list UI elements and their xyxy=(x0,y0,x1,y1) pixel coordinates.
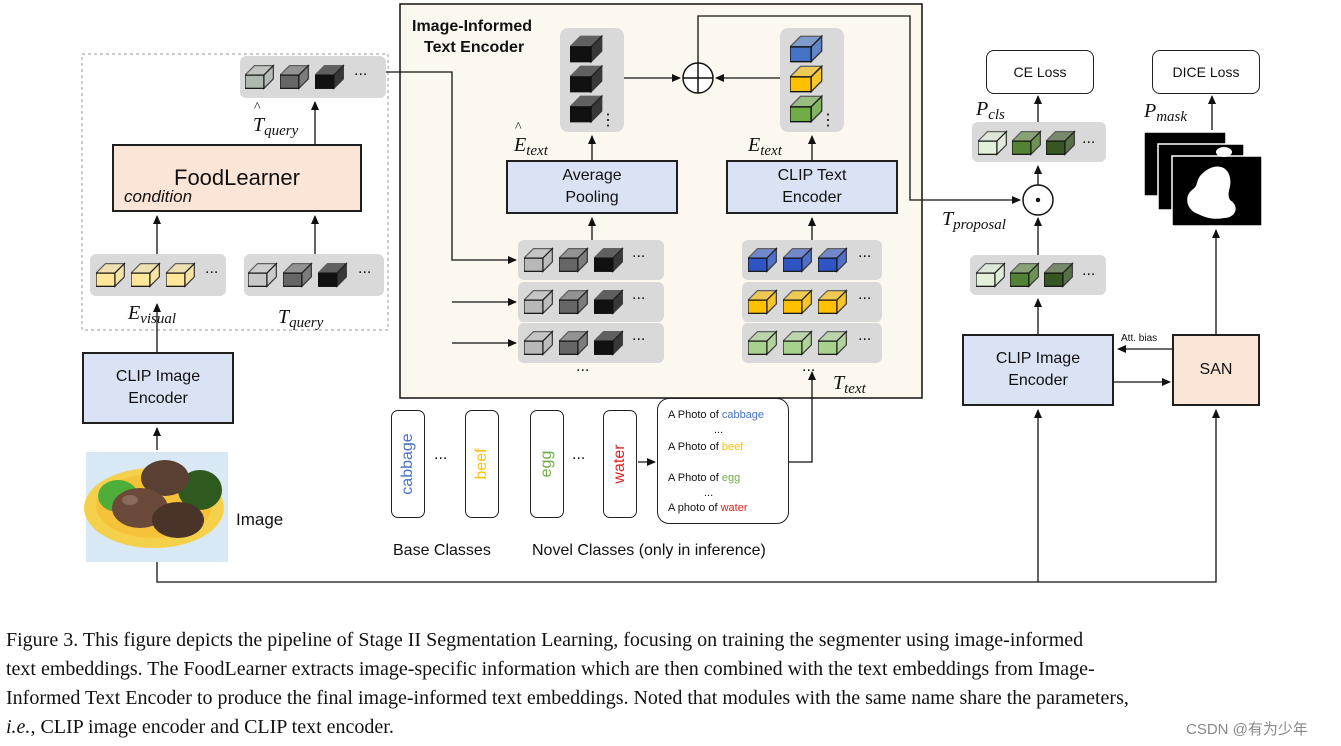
e-text-label: Etext xyxy=(748,134,782,159)
clip-text-encoder-module: CLIP Text Encoder xyxy=(726,160,898,214)
ellipsis-color-row-1: ... xyxy=(858,244,872,261)
clip-image-encoder-right-line2: Encoder xyxy=(1008,372,1068,389)
prompt-line-beef: A Photo of beef xyxy=(668,441,744,453)
ellipsis-novel-classes: ... xyxy=(572,446,586,463)
clip-image-encoder-left-line2: Encoder xyxy=(128,390,188,407)
novel-classes-label: Novel Classes (only in inference) xyxy=(532,542,766,559)
ellipsis-base-classes: ... xyxy=(434,446,448,463)
food-image xyxy=(84,452,228,562)
proposal-tokens xyxy=(970,255,1106,295)
dot-product-operator-icon xyxy=(1022,184,1054,216)
class-beef: beef xyxy=(473,448,490,480)
vdots-e-text: ⋮ xyxy=(820,112,836,129)
prompt-templates-box: A Photo of cabbage ... A Photo of beef A… xyxy=(657,398,789,524)
t-text-label: Ttext xyxy=(833,372,866,397)
ellipsis-e-visual: ... xyxy=(205,260,219,277)
p-cls-tokens xyxy=(972,122,1106,162)
ellipsis-proposals: ... xyxy=(1082,262,1096,279)
foodlearner-label: FoodLearner xyxy=(174,165,300,190)
colored-token-rows xyxy=(742,240,882,363)
foodlearner-module: FoodLearner condition xyxy=(112,144,362,212)
clip-image-encoder-left: CLIP Image Encoder xyxy=(82,352,234,424)
class-box-water: water xyxy=(603,410,637,518)
p-cls-label: Pcls xyxy=(976,98,1005,123)
add-operator-icon xyxy=(682,62,714,94)
t-proposal-label: Tproposal xyxy=(942,208,1006,233)
clip-image-encoder-right-line1: CLIP Image xyxy=(995,350,1081,367)
average-pooling-line2: Pooling xyxy=(565,189,619,206)
ellipsis-color-rows-below: ... xyxy=(802,358,816,375)
average-pooling-module: Average Pooling xyxy=(506,160,678,214)
caption-line-3: Informed Text Encoder to produce the fin… xyxy=(6,687,1129,709)
clip-image-encoder-left-line1: CLIP Image xyxy=(115,368,201,385)
prompt-line-cabbage: A Photo of cabbage xyxy=(668,409,765,421)
foodlearner-dashed-region xyxy=(81,53,389,331)
ce-loss-box: CE Loss xyxy=(986,50,1094,94)
san-module: SAN xyxy=(1172,334,1260,406)
prompt-line-egg: A Photo of egg xyxy=(668,472,741,484)
ellipsis-gray-rows-below: ... xyxy=(576,358,590,375)
image-label: Image xyxy=(236,510,284,529)
e-text-stack xyxy=(780,28,844,132)
clip-image-encoder-right: CLIP Image Encoder xyxy=(962,334,1114,406)
vdots-e-text-hat: ⋮ xyxy=(600,112,616,129)
t-query-label: Tquery xyxy=(278,306,324,331)
watermark: CSDN @有为少年 xyxy=(1186,721,1308,738)
encoder-frame-title-line1: Image-Informed xyxy=(412,18,533,35)
ellipsis-p-cls: ... xyxy=(1082,130,1096,147)
class-egg: egg xyxy=(538,450,555,478)
dice-loss-box: DICE Loss xyxy=(1152,50,1260,94)
connector-lines xyxy=(153,15,1220,583)
figure-caption: Figure 3. This figure depicts the pipeli… xyxy=(6,626,1336,742)
prompt-line-water: A photo of water xyxy=(668,502,748,514)
mask-stack-icon xyxy=(1143,131,1263,227)
caption-line-2: text embeddings. The FoodLearner extract… xyxy=(6,658,1095,680)
t-query-hat-tokens xyxy=(240,56,386,98)
prompt-ellipsis-1: ... xyxy=(714,424,724,436)
ellipsis-gray-row-1: ... xyxy=(632,244,646,261)
caption-line-4: i.e., CLIP image encoder and CLIP text e… xyxy=(6,716,394,738)
class-box-egg: egg xyxy=(530,410,564,518)
prompt-ellipsis-2: ... xyxy=(704,487,714,499)
clip-text-encoder-line2: Encoder xyxy=(782,189,842,206)
e-visual-tokens xyxy=(90,254,226,296)
caption-line-1: Figure 3. This figure depicts the pipeli… xyxy=(6,629,1084,651)
condition-label: condition xyxy=(124,187,193,206)
ellipsis-color-row-2: ... xyxy=(858,286,872,303)
encoder-frame-title-line2: Text Encoder xyxy=(424,39,525,56)
ellipsis-gray-row-2: ... xyxy=(632,286,646,303)
ellipsis-color-row-3: ... xyxy=(858,327,872,344)
class-cabbage: cabbage xyxy=(399,433,416,495)
att-bias-label: Att. bias xyxy=(1121,333,1158,344)
ellipsis-t-query-hat: ... xyxy=(354,62,368,79)
class-box-beef: beef xyxy=(465,410,499,518)
base-classes-label: Base Classes xyxy=(393,542,491,559)
ellipsis-t-query: ... xyxy=(358,260,372,277)
gray-token-rows xyxy=(518,240,664,363)
e-visual-label: Evisual xyxy=(128,302,177,327)
p-mask-label: Pmask xyxy=(1144,100,1188,125)
e-text-hat-label: E^text xyxy=(514,120,548,159)
ellipsis-gray-row-3: ... xyxy=(632,327,646,344)
t-query-tokens xyxy=(244,254,384,296)
encoder-frame-title: Image-Informed Text Encoder xyxy=(412,16,532,58)
clip-text-encoder-line1: CLIP Text xyxy=(777,167,847,184)
average-pooling-line1: Average xyxy=(562,167,622,184)
e-text-hat-stack xyxy=(560,28,624,132)
class-box-cabbage: cabbage xyxy=(391,410,425,518)
class-water: water xyxy=(611,444,628,484)
t-query-hat-label: T^query xyxy=(253,100,299,139)
